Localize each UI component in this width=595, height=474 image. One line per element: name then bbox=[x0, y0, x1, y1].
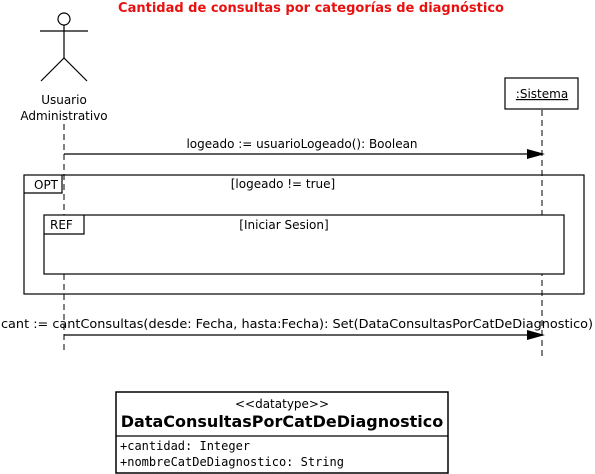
datatype-box bbox=[115, 391, 449, 474]
datatype-attribute: +nombreCatDeDiagnostico: String bbox=[120, 455, 344, 469]
actor-label-line2: Administrativo bbox=[20, 109, 107, 123]
datatype-attribute: +cantidad: Integer bbox=[120, 439, 250, 453]
ref-fragment bbox=[43, 214, 565, 275]
actor-label-line1: Usuario bbox=[41, 93, 87, 107]
opt-operator-tab bbox=[24, 175, 63, 194]
opt-guard: [logeado != true] bbox=[231, 177, 335, 191]
message-2-label: cant := cantConsultas(desde: Fecha, hast… bbox=[1, 317, 593, 331]
ref-operator-label: REF bbox=[50, 218, 73, 232]
opt-operator-label: OPT bbox=[34, 178, 59, 192]
message-1-label: logeado := usuarioLogeado(): Boolean bbox=[186, 137, 417, 151]
datatype-name: DataConsultasPorCatDeDiagnostico bbox=[121, 412, 443, 431]
message-2-arrowhead bbox=[527, 330, 545, 340]
message-1-arrowhead bbox=[527, 149, 545, 159]
opt-fragment bbox=[23, 174, 585, 295]
diagram-title: Cantidad de consultas por categorías de … bbox=[118, 1, 504, 16]
system-box bbox=[504, 77, 579, 110]
ref-operator-tab bbox=[44, 215, 85, 235]
actor-figure bbox=[40, 12, 88, 82]
system-label: :Sistema bbox=[516, 87, 568, 101]
datatype-stereotype: <<datatype>> bbox=[235, 397, 329, 411]
ref-guard: [Iniciar Sesion] bbox=[239, 218, 328, 232]
